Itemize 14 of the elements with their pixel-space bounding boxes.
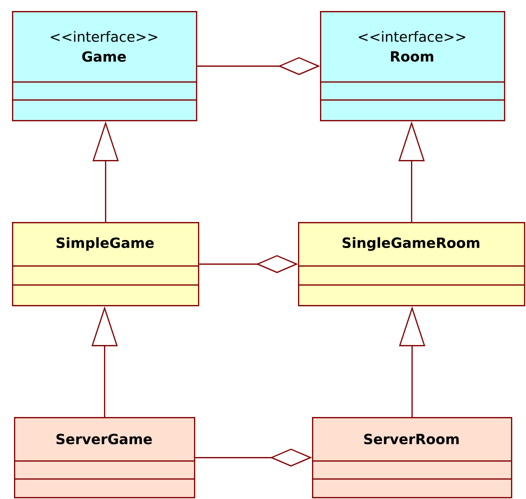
class-box — [14, 417, 196, 498]
class-name: Room — [391, 51, 434, 62]
class-box — [320, 11, 506, 122]
class-name: ServerGame — [56, 434, 152, 444]
class-box — [12, 222, 200, 306]
stereotype-label: <<interface>> — [50, 31, 158, 42]
class-name: ServerRoom — [364, 434, 459, 444]
class-name: SingleGameRoom — [342, 237, 480, 251]
stereotype-label: <<interface>> — [358, 31, 466, 42]
class-name: Game — [82, 51, 126, 62]
class-box — [312, 417, 512, 498]
class-box — [12, 11, 198, 122]
class-box — [298, 222, 526, 306]
class-name: SimpleGame — [56, 237, 154, 251]
